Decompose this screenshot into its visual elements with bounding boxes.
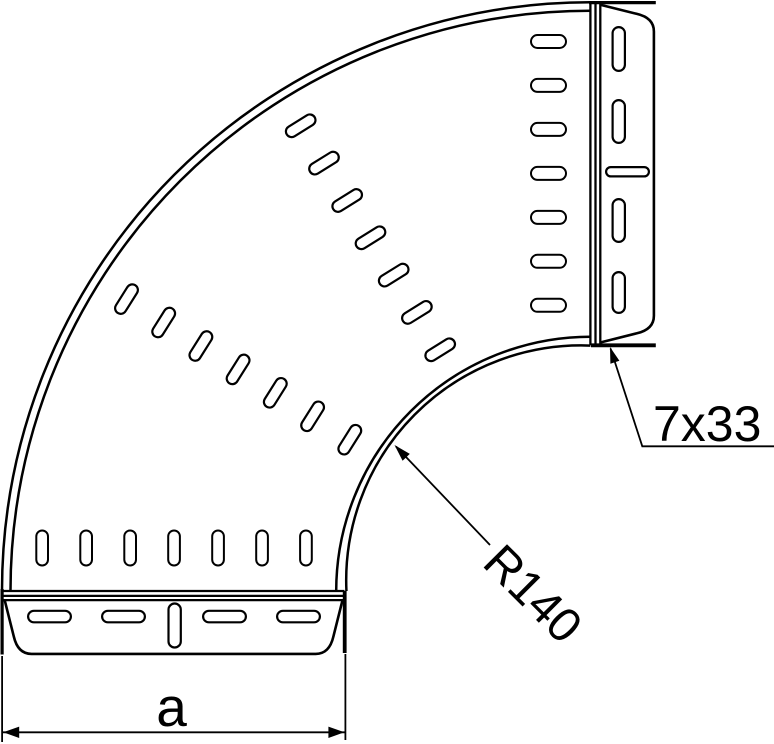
svg-text:R140: R140 (473, 535, 592, 654)
svg-text:a: a (156, 676, 187, 738)
svg-text:7x33: 7x33 (653, 396, 761, 452)
